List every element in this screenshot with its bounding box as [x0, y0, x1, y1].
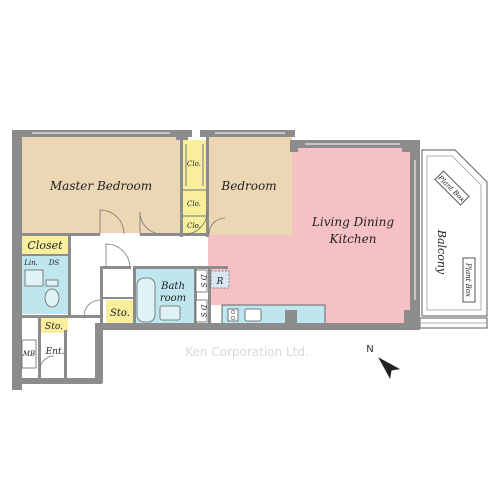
meter-box [21, 339, 37, 369]
closet-area [22, 234, 68, 254]
interior-walls [22, 137, 228, 380]
ds-label: DS [48, 259, 60, 267]
balcony-inner-rail [426, 155, 482, 311]
refrigerator-label: R [216, 277, 224, 287]
duct-space-upper-label: D S [199, 274, 207, 288]
bathtub-icon [136, 277, 156, 323]
duct-space-upper [195, 269, 208, 293]
storage-label: Sto. [110, 308, 130, 319]
storage-small-label: Sto. [45, 322, 63, 332]
washer-icon [24, 269, 44, 287]
bedroom-label: Bedroom [220, 179, 276, 193]
living-label-line2: Kitchen [329, 232, 377, 246]
stove-icon [227, 308, 239, 322]
washbasin-icon [159, 305, 181, 321]
closet-column [182, 144, 207, 217]
plant-box-label: Plant Box [464, 262, 472, 297]
windows [32, 132, 416, 300]
master-bedroom-area [22, 137, 182, 233]
linen-label: Lin. [23, 259, 38, 267]
sink-icon [244, 308, 262, 322]
duct-space-lower-label: D S [199, 304, 207, 318]
refrigerator-space [210, 270, 230, 289]
compass-icon [378, 357, 401, 380]
closet-1-label: Clo. [187, 160, 201, 168]
watermark: Ken Corporation Ltd. [185, 345, 309, 359]
balcony-area [421, 149, 488, 317]
living-label-line1: Living Dining [311, 215, 394, 229]
duct-space-lower [195, 299, 208, 323]
mb-label: MB [22, 350, 35, 358]
storage-small-area [40, 318, 68, 333]
closet-3-label: Clo. [187, 222, 201, 230]
bathroom-label-line1: Bath [160, 281, 185, 292]
master-bedroom-label: Master Bedroom [49, 179, 152, 193]
bathroom-label-line2: room [160, 293, 186, 304]
closet-label: Closet [27, 239, 63, 252]
storage-area [106, 300, 134, 324]
balcony-label: Balcony [435, 229, 448, 275]
toilet-icon [44, 279, 60, 308]
compass-north-label: N [366, 344, 373, 355]
entrance-label: Ent. [45, 347, 65, 357]
closet-2-label: Clo. [187, 200, 201, 208]
plant-box-lower: Plant Box [462, 257, 476, 303]
doors [39, 209, 226, 371]
